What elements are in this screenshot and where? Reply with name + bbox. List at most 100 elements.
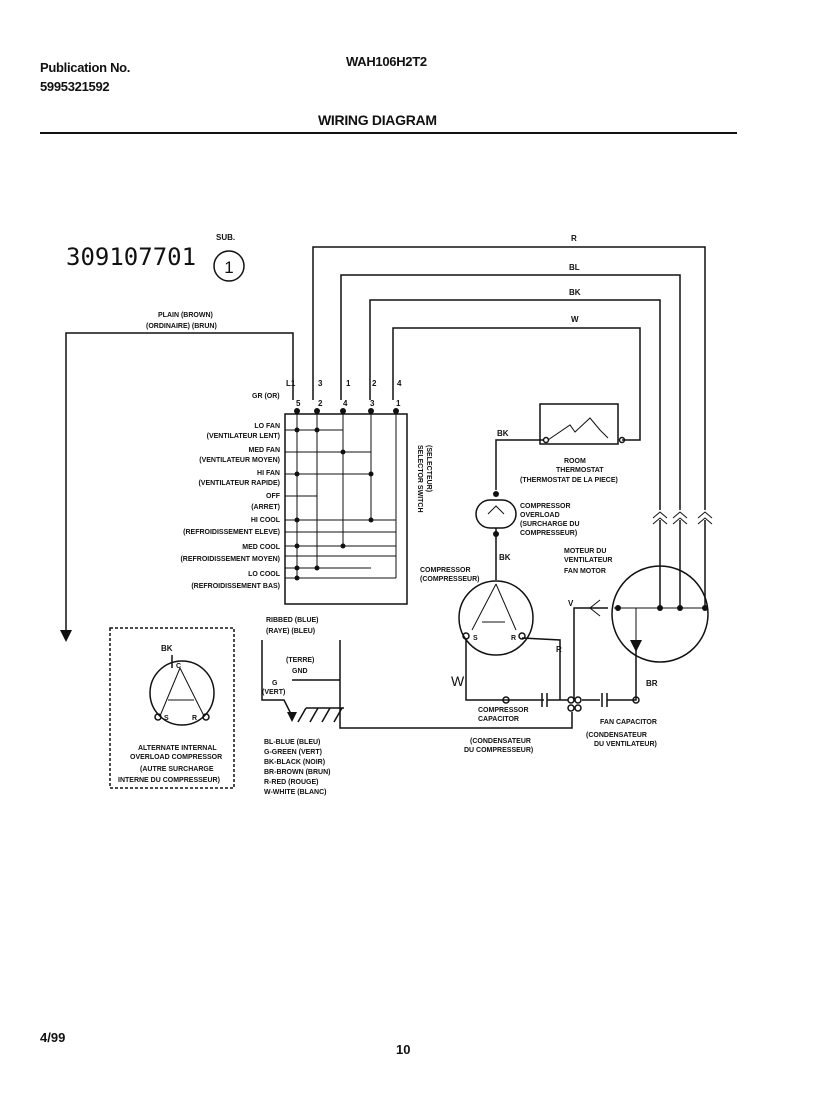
wire-color-r: R [571,234,577,243]
compressor-terminal-s: S [473,635,478,642]
internal-overload-inset [109,627,235,789]
thermostat-label: THERMOSTAT [556,467,604,474]
selector-position: HI COOL [251,517,281,524]
legend-item: G-GREEN (VERT) [264,749,322,756]
legend-item: R-RED (ROUGE) [264,779,318,786]
fan-v-label: V [568,599,574,608]
wire-blue [340,274,681,510]
compressor-cap-wire [465,638,544,701]
inset-terminal-c: C [176,663,181,670]
switch-bottom-terminal: 5 [296,399,301,408]
fan-cap-label-fr: (CONDENSATEUR [586,732,647,739]
switch-terminal-dots [294,408,399,414]
thermostat-element [547,417,609,441]
left-wire-w: W [451,673,465,689]
thermostat-label-fr: (THERMOSTAT DE LA PIECE) [520,477,618,484]
selector-switch-label-fr: (SELECTEUR) [425,445,432,492]
selector-position: (REFROIDISSEMENT BAS) [191,583,280,590]
legend-item: BK-BLACK (NOIR) [264,759,325,766]
legend-item: W-WHITE (BLANC) [264,789,326,796]
selector-position: LO FAN [254,423,280,430]
inset-label: ALTERNATE INTERNAL [138,745,217,752]
fan-motor-label: FAN MOTOR [564,568,606,575]
comp-cap-label-fr: (CONDENSATEUR [470,738,531,745]
overload-label: COMPRESSEUR) [520,530,577,537]
ground-label: G [272,680,278,687]
ground-symbol [297,707,344,723]
selector-position: (REFROIDISSEMENT MOYEN) [180,556,280,563]
fan-motor-label: MOTEUR DU [564,548,606,555]
ribbed-wire [339,640,573,729]
switch-top-terminal: 4 [397,379,402,388]
power-cord-label-2: (ORDINAIRE) (BRUN) [146,323,217,330]
inset-compressor [149,660,215,726]
compressor [458,580,534,656]
selector-position: (VENTILATEUR MOYEN) [199,457,280,464]
switch-top-terminal: 3 [318,379,323,388]
overload-label: COMPRESSOR [520,503,571,510]
switch-top-terminal: 1 [346,379,351,388]
sub-number: 1 [224,258,233,277]
selector-position: (REFROIDISSEMENT ELEVE) [183,529,280,536]
top-wires [312,246,706,510]
power-cord-wire [65,332,294,632]
cord-arrow [60,630,72,642]
wire-black [369,299,661,510]
compressor-wire-label: BK [499,553,511,562]
thermostat-wire-label: BK [497,429,509,438]
model-number: WAH106H2T2 [346,54,427,69]
switch-top-terminal: L1 [286,379,296,388]
comp-cap-label: COMPRESSOR [478,707,529,714]
ground-wire [261,640,293,717]
selector-switch-contacts [285,414,397,579]
ground-label: (VERT) [262,689,285,696]
switch-bottom-terminal: 2 [318,399,323,408]
comp-cap-label-fr: DU COMPRESSEUR) [464,747,533,754]
selector-position: (VENTILATEUR RAPIDE) [198,480,280,487]
selector-position: MED COOL [242,544,280,551]
run-wire-label: R [556,645,562,654]
selector-switch-box [284,413,408,605]
selector-position: HI FAN [257,470,280,477]
inset-label-fr: INTERNE DU COMPRESSEUR) [118,777,220,784]
ground-label: RIBBED (BLUE) [266,617,319,624]
page-number: 10 [396,1042,411,1057]
selector-position: (ARRET) [251,504,280,511]
overload-label: (SURCHARGE DU [520,521,580,528]
color-legend: BL-BLUE (BLEU) G-GREEN (VERT) BK-BLACK (… [264,739,331,796]
legend-item: BL-BLUE (BLEU) [264,739,320,746]
fan-br-label: BR [646,679,658,688]
switch-top-terminal: 2 [372,379,377,388]
inset-label: OVERLOAD COMPRESSOR [130,754,222,761]
compressor-overload [475,499,517,529]
compressor-label: COMPRESSOR [420,567,471,574]
inset-terminal-r: R [192,715,197,722]
wire-white [392,327,641,441]
compressor-windings [471,583,517,631]
page-title: WIRING DIAGRAM [318,112,437,128]
switch-bottom-terminal: 4 [343,399,348,408]
title-rule [40,132,737,134]
publication-number: 5995321592 [40,79,110,94]
inset-bk-label: BK [161,644,173,653]
inset-label-fr: (AUTRE SURCHARGE [140,766,214,773]
switch-gr-label: GR (OR) [252,393,280,400]
legend-item: BR-BROWN (BRUN) [264,769,331,776]
part-number: 309107701 [66,243,196,271]
compressor-label-fr: (COMPRESSEUR) [420,576,480,583]
sub-circle [213,250,245,282]
selector-position: OFF [266,493,281,500]
wire-color-bk: BK [569,288,581,297]
selector-position: LO COOL [248,571,281,578]
ground-label: (RAYE) (BLEU) [266,628,315,635]
wire-red [312,246,706,510]
fan-motor-label: VENTILATEUR [564,557,612,564]
overload-label: OVERLOAD [520,512,560,519]
room-thermostat [539,403,619,445]
connector-chevrons [652,511,713,525]
switch-bottom-terminal: 1 [396,399,401,408]
footer-date: 4/99 [40,1030,66,1045]
ground-label: GND [292,668,308,675]
power-cord-label-1: PLAIN (BROWN) [158,312,213,319]
selector-junction-dots [294,427,374,581]
